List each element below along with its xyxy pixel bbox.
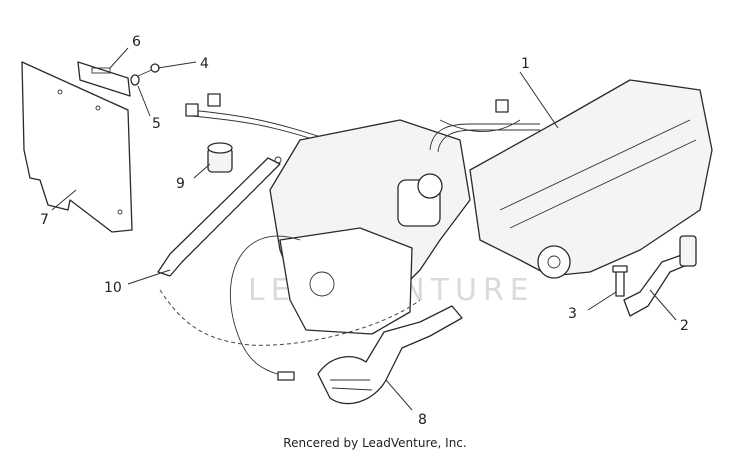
callout-4: 4 — [200, 56, 209, 72]
hose-loop — [159, 235, 421, 381]
callout-3: 3 — [568, 306, 577, 322]
callout-8: 8 — [418, 412, 427, 428]
callout-10: 10 — [104, 280, 122, 296]
part-8-pipe — [317, 305, 463, 405]
callout-7: 7 — [40, 212, 49, 228]
part-9-bushing — [207, 142, 233, 173]
part-3-bolt — [612, 265, 628, 297]
callout-6: 6 — [132, 34, 141, 50]
part-7-cover-plate — [21, 61, 133, 233]
wiring-harness — [185, 93, 521, 147]
leader-lines — [51, 47, 677, 411]
part-6-bracket — [77, 61, 131, 97]
callout-2: 2 — [680, 318, 689, 334]
part-5-washer — [130, 74, 140, 86]
footer-credit: Rencered by LeadVenture, Inc. — [283, 436, 467, 450]
part-10-air-duct — [157, 156, 282, 277]
part-4-screw — [137, 63, 160, 77]
part-1-engine-assembly — [269, 79, 713, 335]
callout-1: 1 — [521, 56, 530, 72]
callout-9: 9 — [176, 176, 185, 192]
callout-5: 5 — [152, 116, 161, 132]
part-2-kick-lever — [623, 235, 697, 317]
